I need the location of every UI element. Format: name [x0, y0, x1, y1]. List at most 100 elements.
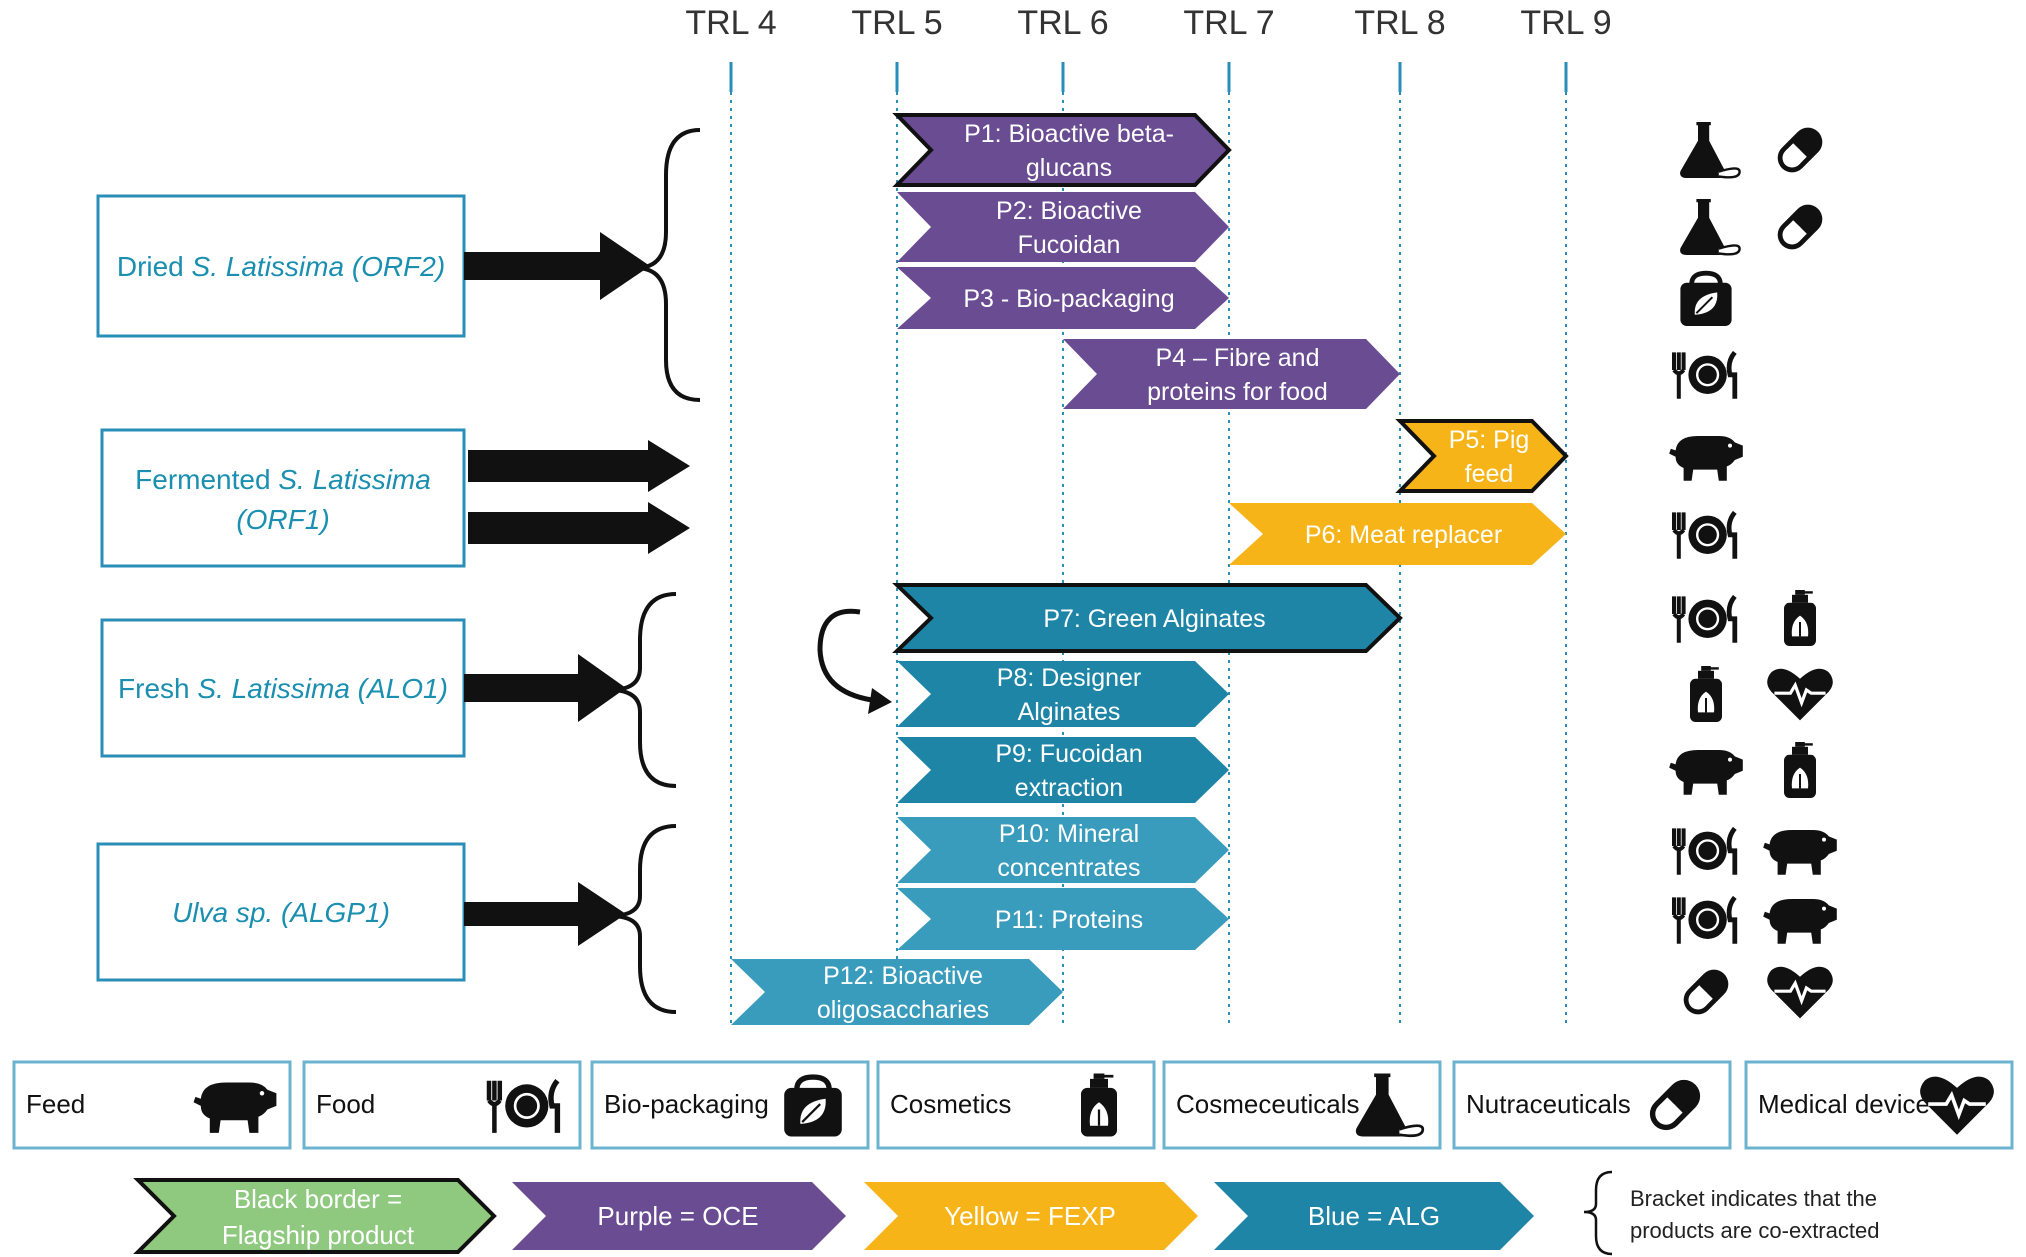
heart-icon [1765, 965, 1835, 1021]
heart-icon [1765, 667, 1835, 723]
category-label: Cosmetics [890, 1089, 1011, 1119]
category-bio-packaging: Bio-packaging [590, 1060, 870, 1150]
product-label: concentrates [997, 854, 1140, 882]
category-cosmeceuticals: Cosmeceuticals [1162, 1060, 1442, 1150]
bracket [609, 592, 677, 788]
product-label: Fucoidan [1018, 231, 1121, 259]
product-label: P6: Meat replacer [1305, 521, 1502, 549]
legend-fexp: Yellow = FEXP [864, 1182, 1198, 1250]
category-label: Medical device [1758, 1089, 1930, 1119]
product-chevron: P3 - Bio-packaging [897, 267, 1229, 329]
arrow [464, 654, 626, 722]
trl-header: TRL 4 TRL 5 TRL 6 TRL 7 TRL 8 TRL 9 [685, 4, 1611, 42]
product-label: P3 - Bio-packaging [963, 285, 1174, 313]
bag-leaf-icon [1680, 273, 1731, 326]
product-label: feed [1465, 460, 1514, 488]
arrow [468, 440, 690, 492]
product-label: P1: Bioactive beta- [964, 120, 1174, 148]
cosmetic-bottle-icon [1782, 588, 1818, 648]
product-label: glucans [1026, 154, 1112, 182]
product-label: P5: Pig [1449, 426, 1530, 454]
trl-label: TRL 4 [685, 4, 776, 42]
category-strip: Feed Food Bio-packaging Cosmetics Cosmeceuti… [12, 1060, 2014, 1150]
cosmetic-bottle-icon [1688, 664, 1724, 724]
product-label: P12: Bioactive [823, 962, 983, 990]
category-label: Cosmeceuticals [1176, 1089, 1360, 1119]
plate-icon [1674, 828, 1735, 874]
trl-label: TRL 7 [1183, 4, 1274, 42]
flask-icon [1679, 198, 1742, 257]
legend-bracket-note: Bracket indicates that the products are … [1583, 1170, 1879, 1256]
legend-oce: Purple = OCE [512, 1182, 846, 1250]
pig-icon [1763, 830, 1837, 875]
legend-oce-label: Purple = OCE [597, 1201, 758, 1231]
source-dried-orf2: Dried S. Latissima (ORF2) [96, 194, 466, 338]
trl-label: TRL 6 [1017, 4, 1108, 42]
product-label: P7: Green Alginates [1043, 605, 1265, 633]
source-arrows [464, 232, 690, 946]
arrow [464, 882, 626, 946]
product-label: extraction [1015, 774, 1123, 802]
flask-icon [1679, 121, 1742, 180]
pig-icon [1669, 436, 1743, 481]
category-medical-device: Medical device [1744, 1060, 2014, 1150]
category-label: Bio-packaging [604, 1089, 769, 1119]
source-label: Dried S. Latissima (ORF2) [117, 251, 445, 282]
product-chevron: P11: Proteins [897, 888, 1229, 950]
source-ulva-algp1: Ulva sp. (ALGP1) [96, 842, 466, 982]
category-nutraceuticals: Nutraceuticals [1452, 1060, 1732, 1150]
trl-label: TRL 8 [1354, 4, 1445, 42]
pill-icon [1677, 963, 1735, 1021]
plate-icon [1674, 897, 1735, 943]
plate-icon [1674, 352, 1735, 398]
source-label: Ulva sp. (ALGP1) [172, 897, 390, 928]
legend-fexp-label: Yellow = FEXP [944, 1201, 1116, 1231]
category-food: Food [302, 1060, 582, 1150]
bracket-icon [1583, 1170, 1613, 1256]
trl-label: TRL 5 [851, 4, 942, 42]
product-label: proteins for food [1147, 378, 1328, 406]
product-chevron: P9: Fucoidan extraction [897, 737, 1229, 803]
category-label: Feed [26, 1089, 85, 1119]
brackets [609, 128, 701, 1014]
plate-icon [1674, 512, 1735, 558]
plate-icon [1674, 596, 1735, 642]
product-icons-layer [1669, 121, 1837, 1021]
pill-icon [1771, 198, 1829, 256]
category-label: Nutraceuticals [1466, 1089, 1631, 1119]
bracket [635, 128, 701, 402]
product-label: P11: Proteins [995, 906, 1143, 934]
legend-alg-label: Blue = ALG [1308, 1201, 1440, 1231]
pill-icon [1771, 121, 1829, 179]
legend-flagship-text: Black border = [234, 1184, 402, 1214]
legend: Black border = Flagship product Purple =… [133, 1170, 1879, 1256]
legend-bracket-text: products are co-extracted [1630, 1218, 1879, 1243]
legend-flagship-text: Flagship product [222, 1220, 415, 1250]
source-label: Fermented S. Latissima [135, 464, 431, 495]
arrow [464, 232, 650, 300]
legend-alg: Blue = ALG [1214, 1182, 1534, 1250]
cosmetic-bottle-icon [1782, 740, 1818, 800]
product-chevron: P5: Pig feed [1395, 419, 1569, 493]
category-feed: Feed [12, 1060, 292, 1150]
category-label: Food [316, 1089, 375, 1119]
product-label: Alginates [1018, 698, 1121, 726]
source-fermented-orf1: Fermented S. Latissima (ORF1) [100, 428, 466, 568]
source-label: Fresh S. Latissima (ALO1) [118, 673, 448, 704]
legend-bracket-text: Bracket indicates that the [1630, 1186, 1877, 1211]
pig-icon [1669, 750, 1743, 795]
product-label: P9: Fucoidan [995, 740, 1142, 768]
product-chevron: P6: Meat replacer [1229, 503, 1566, 565]
source-label: (ORF1) [236, 504, 329, 535]
product-chevron: P1: Bioactive beta-glucans [892, 113, 1232, 187]
source-fresh-alo1: Fresh S. Latissima (ALO1) [100, 618, 466, 758]
bracket [609, 824, 677, 1014]
arrow [468, 502, 690, 554]
pig-icon [1763, 899, 1837, 944]
product-label: P10: Mineral [999, 820, 1139, 848]
